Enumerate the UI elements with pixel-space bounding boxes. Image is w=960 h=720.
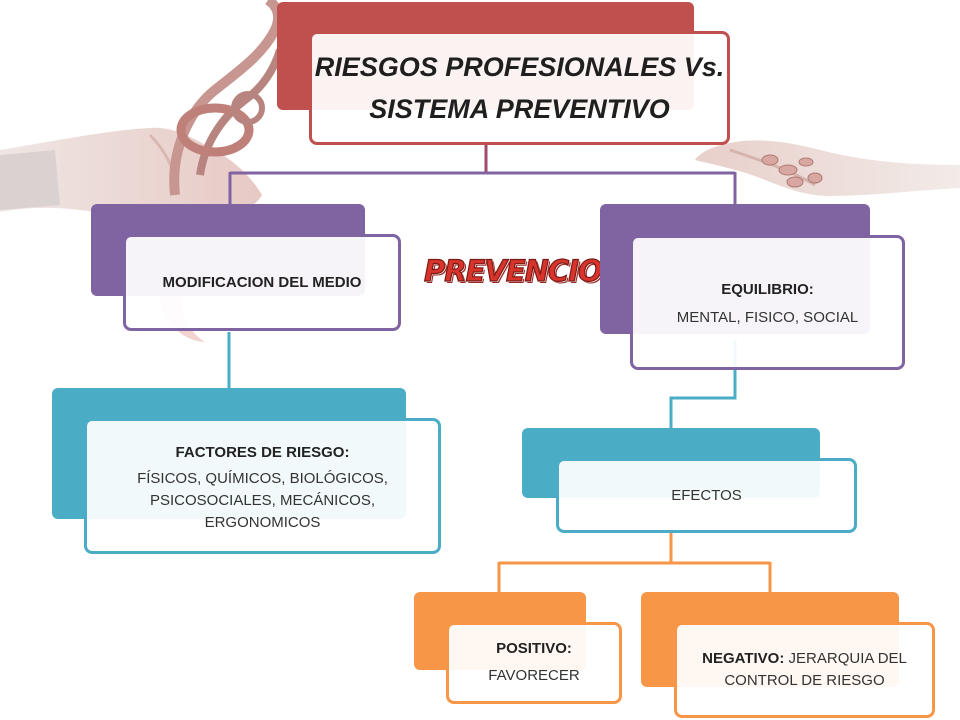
node-negativo: NEGATIVO: JERARQUIA DEL CONTROL DE RIESG… — [674, 622, 935, 718]
hand-with-pills-icon — [695, 140, 960, 196]
negativo-heading: NEGATIVO: — [702, 650, 785, 667]
negativo-text: JERARQUIA DEL CONTROL DE RIESGO — [724, 650, 907, 689]
title-line-2: SISTEMA PREVENTIVO — [369, 94, 670, 124]
factores-heading: FACTORES DE RIESGO: — [175, 444, 350, 461]
node-positivo: POSITIVO: FAVORECER — [446, 622, 622, 704]
negativo-content: NEGATIVO: JERARQUIA DEL CONTROL DE RIESG… — [685, 648, 924, 692]
positivo-text: FAVORECER — [488, 667, 580, 684]
title-line-1: RIESGOS PROFESIONALES Vs. — [314, 52, 725, 82]
factores-text: FÍSICOS, QUÍMICOS, BIOLÓGICOS, PSICOSOCI… — [137, 470, 388, 531]
node-equilibrio: EQUILIBRIO: MENTAL, FISICO, SOCIAL — [630, 235, 905, 370]
modificacion-label: MODIFICACION DEL MEDIO — [162, 274, 362, 291]
efectos-label: EFECTOS — [671, 487, 742, 504]
node-modificacion: MODIFICACION DEL MEDIO — [123, 234, 401, 331]
equilibrio-heading: EQUILIBRIO: — [721, 280, 814, 298]
node-efectos: EFECTOS — [556, 458, 857, 533]
center-label-prevencion: PREVENCION — [423, 253, 626, 288]
equilibrio-text: MENTAL, FISICO, SOCIAL — [676, 308, 859, 326]
node-factores: FACTORES DE RIESGO: FÍSICOS, QUÍMICOS, B… — [84, 418, 441, 554]
title-box: RIESGOS PROFESIONALES Vs. SISTEMA PREVEN… — [309, 31, 730, 145]
positivo-heading: POSITIVO: — [496, 640, 572, 657]
